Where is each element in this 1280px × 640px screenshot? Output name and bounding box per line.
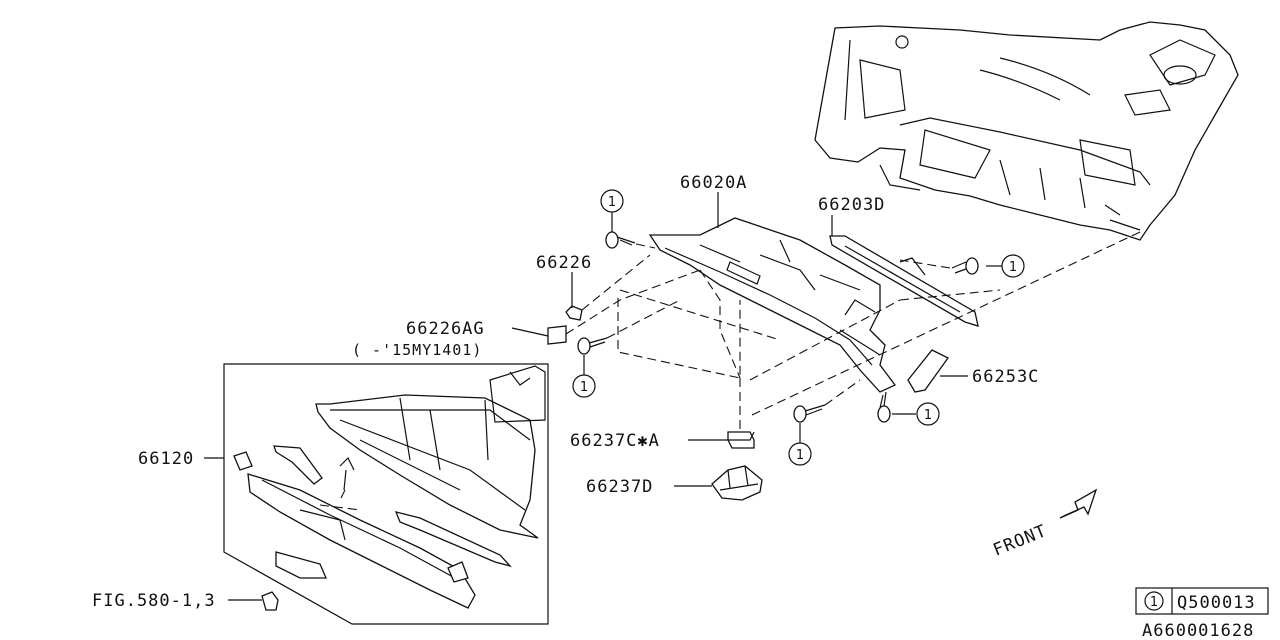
- alignment-lines: [565, 231, 1141, 432]
- part-66253C-clip: [907, 349, 949, 393]
- part-66120-glovebox: [233, 365, 546, 611]
- callout-1-a: 1: [600, 189, 624, 213]
- leader-lines: [204, 192, 1002, 601]
- label-66203D[interactable]: 66203D: [818, 195, 885, 215]
- front-arrow-icon: [1059, 488, 1098, 519]
- part-66226-clip: [565, 305, 583, 321]
- label-66237D[interactable]: 66237D: [586, 477, 653, 497]
- callout-1-c: 1: [572, 374, 596, 398]
- legend-code: Q500013: [1177, 593, 1256, 613]
- callout-number: 1: [1009, 260, 1017, 275]
- screw-3: [951, 257, 979, 275]
- label-66253C[interactable]: 66253C: [972, 367, 1039, 387]
- part-66237CA-nut: [727, 431, 755, 449]
- callout-1-d: 1: [788, 442, 812, 466]
- label-66237CA[interactable]: 66237C✱A: [570, 431, 660, 451]
- part-66226AG-pad: [547, 325, 567, 345]
- screw-5: [877, 391, 891, 423]
- legend-number: 1: [1150, 595, 1158, 610]
- label-66020A[interactable]: 66020A: [680, 173, 747, 193]
- label-66226[interactable]: 66226: [536, 253, 592, 273]
- label-66226AG-note: ( -'15MY1401): [352, 341, 482, 359]
- label-fig-reference[interactable]: FIG.580-1,3: [92, 591, 216, 611]
- part-66237D-bracket: [711, 465, 763, 501]
- part-66020A-bracket: [648, 217, 897, 393]
- front-label: FRONT: [990, 521, 1050, 561]
- callout-number: 1: [796, 448, 804, 463]
- screw-2: [577, 337, 608, 355]
- front-indicator: FRONT: [990, 488, 1098, 561]
- callout-1-e: 1: [916, 402, 940, 426]
- screw-1: [605, 231, 636, 249]
- callout-number: 1: [580, 380, 588, 395]
- callout-1-b: 1: [1001, 254, 1025, 278]
- label-66120[interactable]: 66120: [138, 449, 194, 469]
- diagram-code: A660001628: [1142, 621, 1254, 640]
- legend-box: 1 Q500013: [1135, 587, 1269, 615]
- callout-number: 1: [924, 408, 932, 423]
- glovebox-inset-box: [223, 363, 549, 625]
- label-66226AG[interactable]: 66226AG: [406, 319, 485, 339]
- callout-number: 1: [608, 195, 616, 210]
- screw-4: [793, 404, 826, 423]
- instrument-panel-illustration: [814, 21, 1239, 241]
